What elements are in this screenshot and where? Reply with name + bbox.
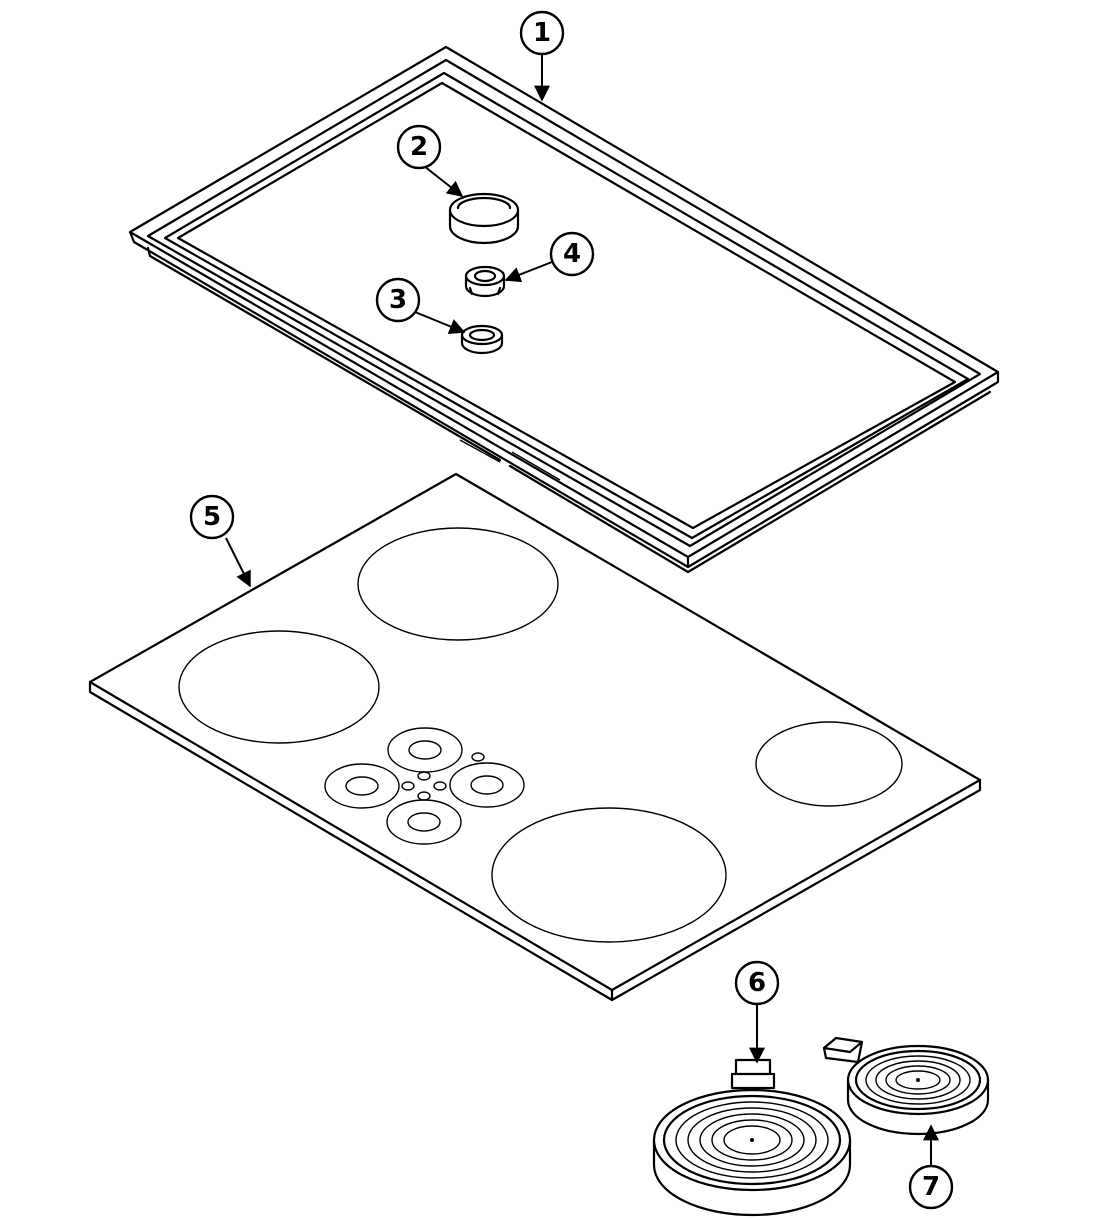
burner-outline-rear-left xyxy=(357,527,559,641)
callout-6: 6 xyxy=(734,960,780,1006)
leader-lines xyxy=(225,54,939,1166)
callout-3-label: 3 xyxy=(389,285,407,315)
burner-outline-rear-right xyxy=(755,721,903,807)
callout-2: 2 xyxy=(396,124,442,170)
burner-outline-front-left xyxy=(178,630,380,744)
callout-7: 7 xyxy=(908,1164,954,1210)
callout-2-label: 2 xyxy=(410,132,428,162)
knob-part xyxy=(448,192,520,245)
callout-4: 4 xyxy=(549,231,595,277)
knob-bezel-part xyxy=(464,265,506,298)
large-heating-element-part xyxy=(652,1058,852,1217)
callout-4-label: 4 xyxy=(563,239,581,269)
callout-7-label: 7 xyxy=(922,1172,940,1202)
callout-6-label: 6 xyxy=(748,968,766,998)
callout-5: 5 xyxy=(189,494,235,540)
glass-cooktop-part xyxy=(88,472,982,1002)
callout-1-label: 1 xyxy=(533,18,551,48)
burner-outline-front-right xyxy=(491,807,727,943)
frame-part xyxy=(128,45,1000,574)
callout-1: 1 xyxy=(519,10,565,56)
small-heating-element-part xyxy=(822,1036,990,1136)
callout-3: 3 xyxy=(375,277,421,323)
callout-5-label: 5 xyxy=(203,502,221,532)
control-graphics xyxy=(324,727,525,845)
seal-ring-part xyxy=(460,324,504,355)
